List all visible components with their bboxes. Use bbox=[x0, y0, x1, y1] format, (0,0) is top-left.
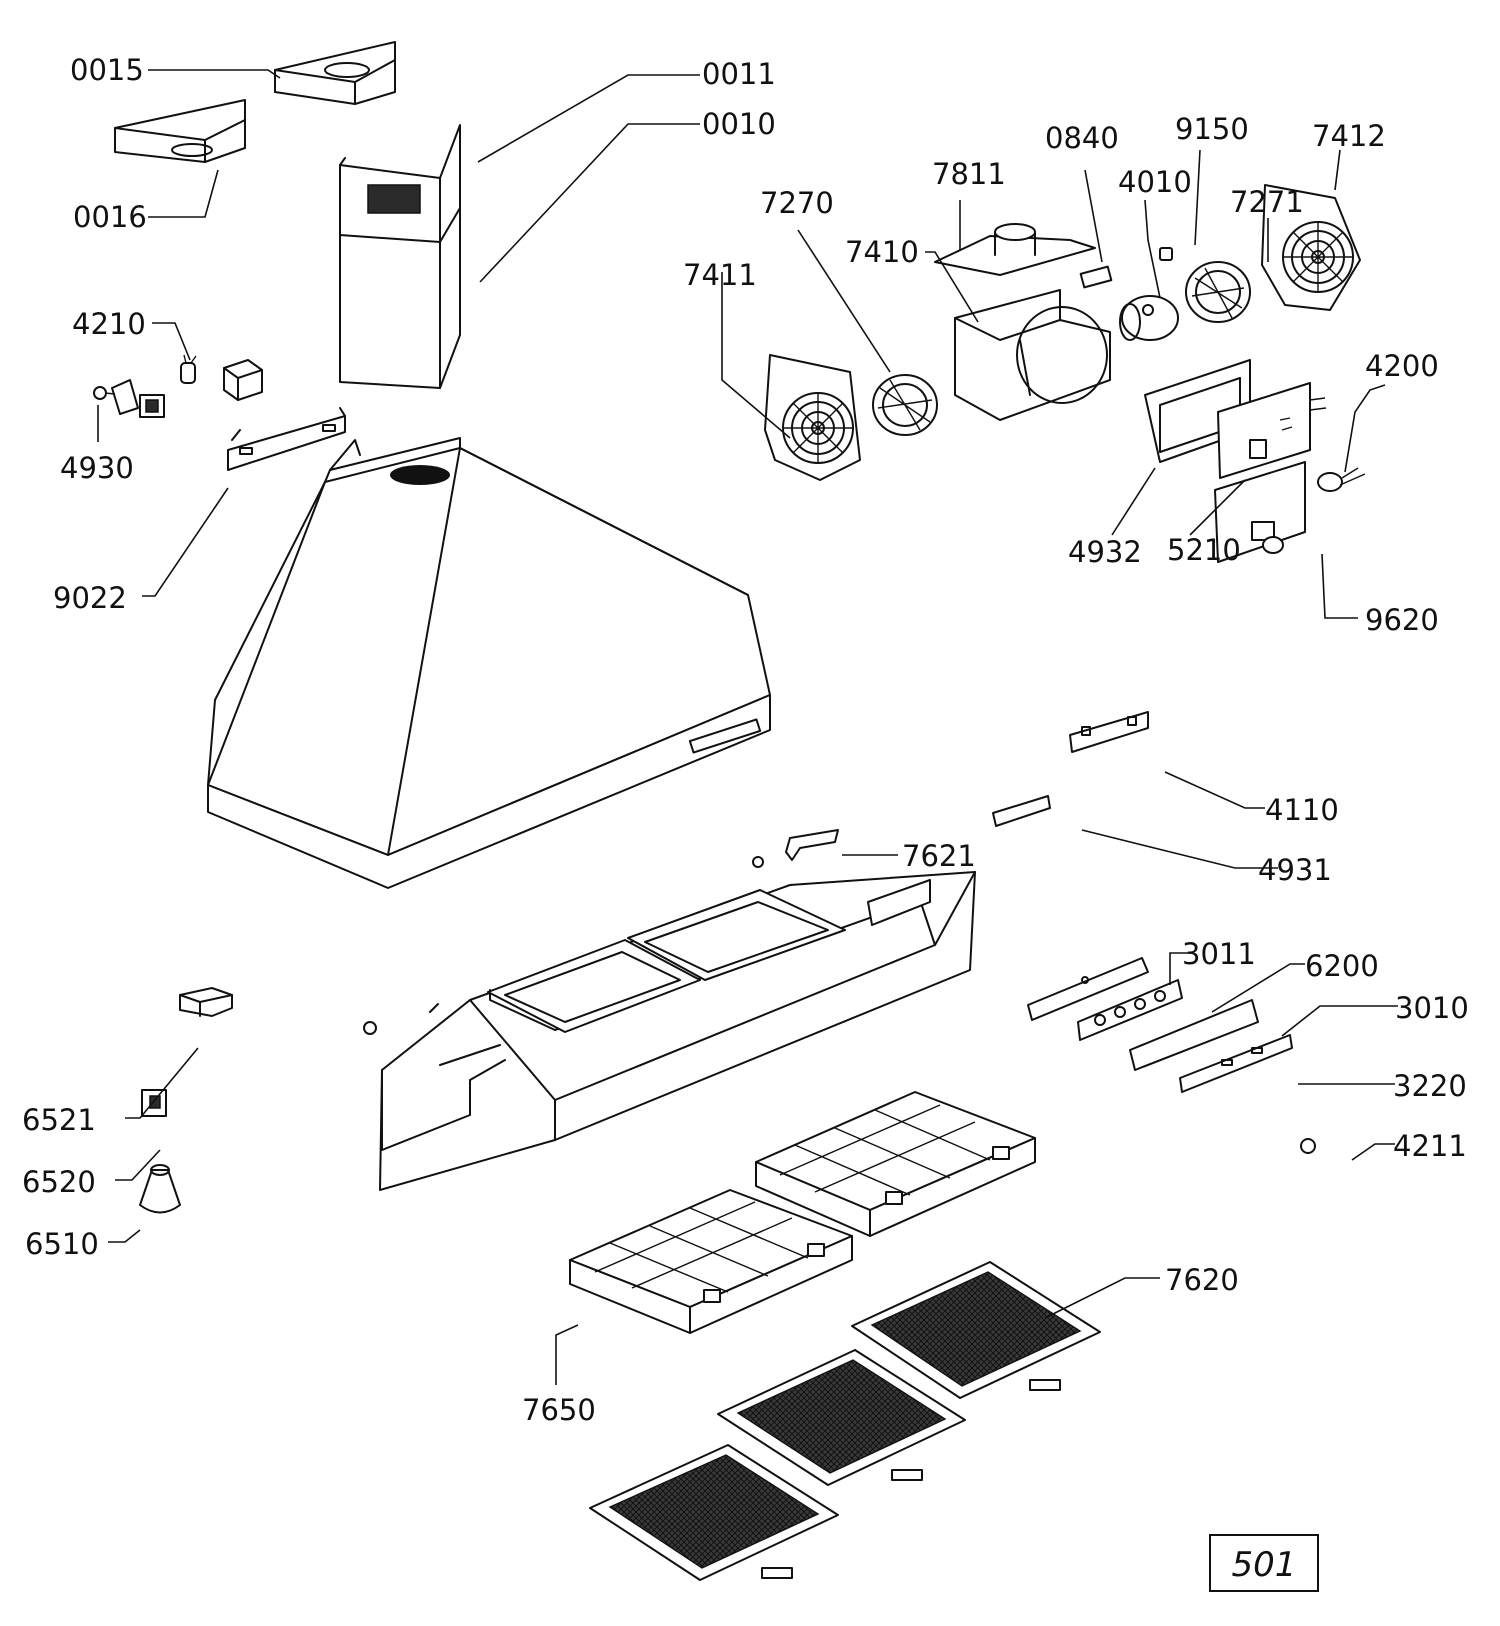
fan-housing-right-7412 bbox=[1261, 184, 1361, 311]
chimney-top-plate-0015 bbox=[274, 41, 396, 105]
nut-9150 bbox=[1159, 247, 1173, 261]
light-bulb-6510 bbox=[139, 1164, 181, 1214]
label-7621: 7621 bbox=[902, 839, 976, 873]
label-4210: 4210 bbox=[72, 307, 146, 341]
lamp-holder-6521 bbox=[179, 987, 233, 1017]
label-6521: 6521 bbox=[22, 1103, 96, 1137]
front-panel-3220 bbox=[1179, 1034, 1293, 1093]
page-number: 501 bbox=[1232, 1545, 1297, 1585]
hood-canopy bbox=[207, 437, 771, 889]
label-7271: 7271 bbox=[1230, 185, 1304, 219]
blower-wheel-7271 bbox=[1185, 261, 1251, 323]
light-switch-4110 bbox=[1069, 711, 1149, 753]
label-4200: 4200 bbox=[1365, 349, 1439, 383]
label-5210: 5210 bbox=[1167, 533, 1241, 567]
label-7411: 7411 bbox=[683, 258, 757, 292]
switch-plate-4931 bbox=[992, 795, 1051, 827]
grease-filter-7620-a bbox=[851, 1261, 1101, 1399]
label-4211: 4211 bbox=[1393, 1129, 1467, 1163]
switch-bezel-6200 bbox=[1077, 979, 1183, 1041]
bearing-0840 bbox=[1079, 265, 1113, 289]
label-6510: 6510 bbox=[25, 1227, 99, 1261]
label-9150: 9150 bbox=[1175, 112, 1249, 146]
charcoal-filter-7650-b bbox=[569, 1189, 853, 1334]
label-9620: 9620 bbox=[1365, 603, 1439, 637]
label-4931: 4931 bbox=[1258, 853, 1332, 887]
label-7620: 7620 bbox=[1165, 1263, 1239, 1297]
blower-wheel-7270 bbox=[872, 374, 938, 436]
label-0840: 0840 bbox=[1045, 121, 1119, 155]
callout-labels: 0015 0011 0010 0016 4210 4930 9022 7411 … bbox=[22, 53, 1469, 1427]
capacitor-4210 bbox=[180, 354, 263, 401]
motor-bracket-7811 bbox=[934, 223, 1096, 276]
label-9022: 9022 bbox=[53, 581, 127, 615]
chimney-bottom-plate-0016 bbox=[114, 99, 246, 163]
thermal-switch-4200 bbox=[1317, 467, 1366, 492]
leader-lines bbox=[97, 69, 1398, 1385]
label-4010: 4010 bbox=[1118, 165, 1192, 199]
grease-filter-7620-b bbox=[717, 1349, 966, 1486]
label-0011: 0011 bbox=[702, 57, 776, 91]
label-3220: 3220 bbox=[1393, 1069, 1467, 1103]
label-4930: 4930 bbox=[60, 451, 134, 485]
label-3011: 3011 bbox=[1182, 937, 1256, 971]
label-7410: 7410 bbox=[845, 235, 919, 269]
label-3010: 3010 bbox=[1395, 991, 1469, 1025]
fan-housing-left-7411 bbox=[764, 354, 861, 481]
page-number-box: 501 bbox=[1209, 1534, 1319, 1592]
label-0016: 0016 bbox=[73, 200, 147, 234]
label-7270: 7270 bbox=[760, 186, 834, 220]
hood-bottom-tray bbox=[363, 871, 976, 1191]
control-board-5210 bbox=[1217, 382, 1327, 479]
mounting-bracket-9022 bbox=[227, 407, 346, 471]
nut-4211 bbox=[1300, 1138, 1316, 1154]
filter-clip-7621 bbox=[785, 829, 839, 861]
label-4932: 4932 bbox=[1068, 535, 1142, 569]
label-0015: 0015 bbox=[70, 53, 144, 87]
chimney-cover-0010-0011 bbox=[339, 124, 461, 389]
trim-strip-3010 bbox=[1129, 999, 1259, 1071]
label-7811: 7811 bbox=[932, 157, 1006, 191]
switch-block-4930 bbox=[93, 379, 165, 418]
motor-4010 bbox=[1119, 295, 1179, 341]
label-7650: 7650 bbox=[522, 1393, 596, 1427]
grease-filter-7620-c bbox=[589, 1444, 839, 1581]
label-0010: 0010 bbox=[702, 107, 776, 141]
label-4110: 4110 bbox=[1265, 793, 1339, 827]
label-6200: 6200 bbox=[1305, 949, 1379, 983]
screw-left bbox=[752, 856, 764, 868]
charcoal-filter-7650-a bbox=[755, 1091, 1036, 1237]
label-7412: 7412 bbox=[1312, 119, 1386, 153]
trim-strip-3011 bbox=[1027, 957, 1149, 1021]
motor-housing-7410 bbox=[954, 289, 1111, 421]
label-6520: 6520 bbox=[22, 1165, 96, 1199]
